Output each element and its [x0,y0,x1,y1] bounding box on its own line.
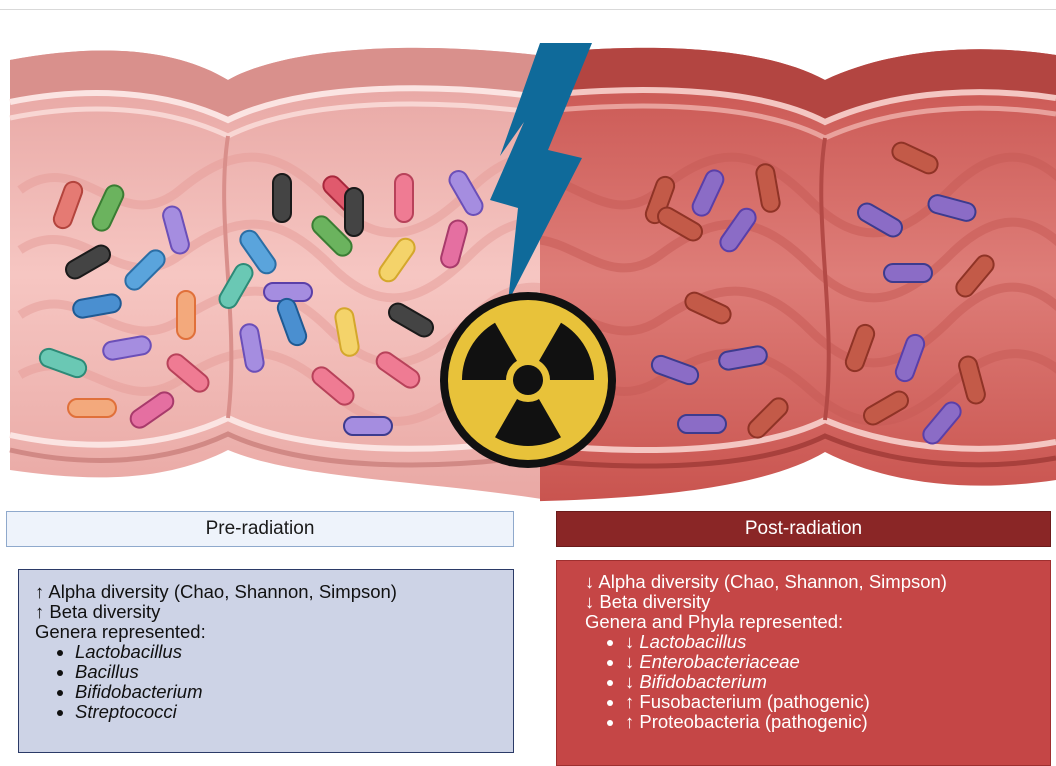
top-divider [0,9,1056,10]
bacteria-icon [177,291,195,339]
bacteria-icon [345,188,363,236]
bacteria-icon [344,417,392,435]
post-radiation-panel: ↓ Alpha diversity (Chao, Shannon, Simpso… [556,560,1051,766]
bacteria-icon [884,264,932,282]
post-beta-diversity: ↓ Beta diversity [585,592,1050,612]
post-genera-list: ↓ Lactobacillus ↓ Enterobacteriaceae ↓ B… [585,632,1050,732]
pre-genera-heading: Genera represented: [35,622,513,642]
pre-alpha-diversity: ↑ Alpha diversity (Chao, Shannon, Simpso… [35,582,513,602]
intestine-illustration [0,40,1056,505]
list-item: ↑ Proteobacteria (pathogenic) [625,712,1050,732]
list-item: Bacillus [75,662,513,682]
list-item: Lactobacillus [75,642,513,662]
pre-radiation-header: Pre-radiation [6,511,514,547]
bacteria-icon [68,399,116,417]
post-radiation-header: Post-radiation [556,511,1051,547]
pre-radiation-panel: ↑ Alpha diversity (Chao, Shannon, Simpso… [18,569,514,753]
pre-radiation-title: Pre-radiation [206,518,315,540]
bacteria-icon [678,415,726,433]
post-alpha-diversity: ↓ Alpha diversity (Chao, Shannon, Simpso… [585,572,1050,592]
list-item: ↓ Enterobacteriaceae [625,652,1050,672]
pre-beta-diversity: ↑ Beta diversity [35,602,513,622]
list-item: Bifidobacterium [75,682,513,702]
post-genera-heading: Genera and Phyla represented: [585,612,1050,632]
pre-genera-list: Lactobacillus Bacillus Bifidobacterium S… [35,642,513,722]
list-item: Streptococci [75,702,513,722]
bacteria-icon [273,174,291,222]
bacteria-icon [395,174,413,222]
list-item: ↑ Fusobacterium (pathogenic) [625,692,1050,712]
post-radiation-title: Post-radiation [745,518,862,540]
radiation-symbol-icon [440,292,616,468]
list-item: ↓ Bifidobacterium [625,672,1050,692]
list-item: ↓ Lactobacillus [625,632,1050,652]
